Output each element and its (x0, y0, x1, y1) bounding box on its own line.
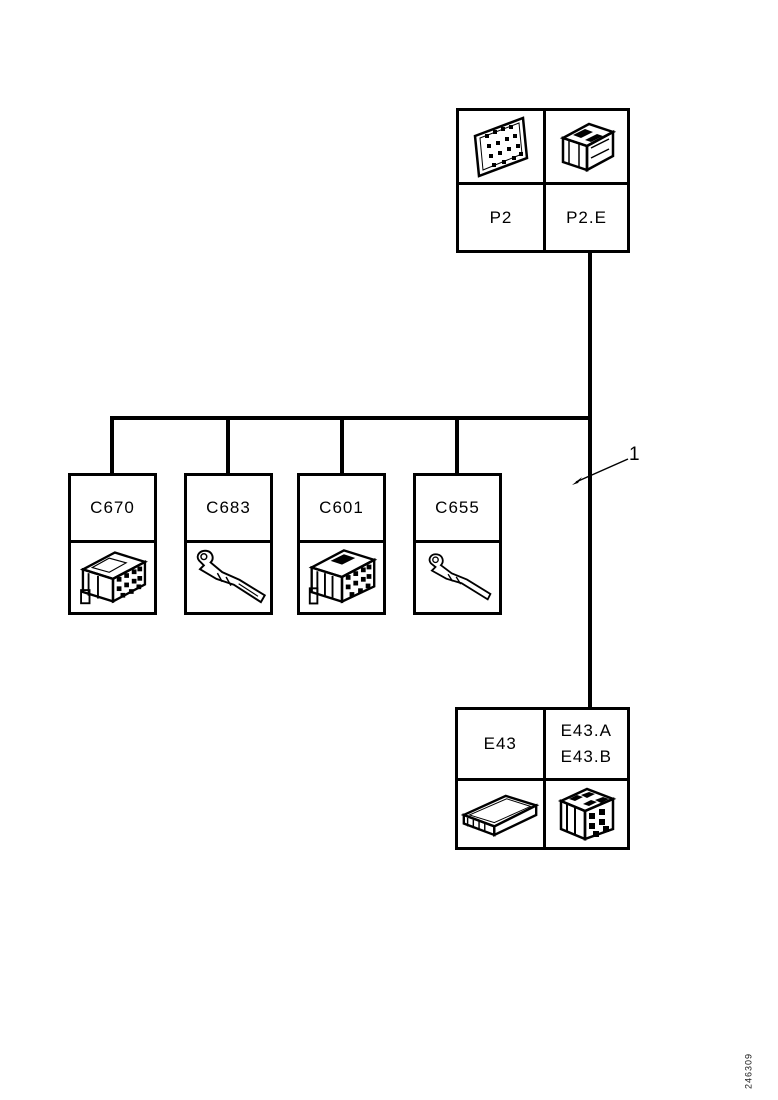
c670-image-cell (71, 543, 154, 609)
p2e-image-cell[interactable] (543, 111, 627, 182)
control-module-icon (460, 794, 540, 837)
branch-stub-line-c683 (226, 416, 230, 475)
terminal-pin-icon (196, 549, 266, 604)
connector-block-icon (308, 549, 377, 605)
c601-image-cell (300, 543, 383, 609)
component-box-c683[interactable]: C683 (184, 473, 273, 615)
e43ab-label[interactable]: E43.A E43.B (542, 710, 628, 778)
branch-stub-line-c601 (340, 416, 344, 475)
c655-label-text: C655 (435, 498, 480, 517)
e43ab-image-cell (542, 778, 627, 847)
board-connector-icon (473, 115, 529, 178)
harness-branch-line (110, 416, 592, 420)
drawing-number: 246309 (743, 1052, 754, 1090)
connector-block-icon (79, 551, 148, 605)
c670-label-text: C670 (90, 498, 135, 517)
c683-image-cell (187, 543, 270, 609)
callout-1-leader (572, 458, 629, 485)
e43-image-cell (458, 778, 543, 847)
e43-label[interactable]: E43 (458, 710, 543, 778)
component-box-c670[interactable]: C670 (68, 473, 157, 615)
c655-label: C655 (416, 476, 499, 543)
block-connector-icon (559, 122, 616, 172)
connector-group-e43: E43 E43.A E43.B (455, 707, 630, 850)
c683-label-text: C683 (206, 498, 251, 517)
c670-label: C670 (71, 476, 154, 543)
branch-stub-line-c655 (455, 416, 459, 475)
branch-stub-line-c670 (110, 416, 114, 475)
p2-label[interactable]: P2 (459, 182, 543, 250)
p2-label-text: P2 (489, 207, 513, 227)
c601-label: C601 (300, 476, 383, 543)
c601-label-text: C601 (319, 498, 364, 517)
p2-image-cell[interactable] (459, 111, 543, 182)
e43a-label-text: E43.A (560, 721, 612, 740)
component-box-c601[interactable]: C601 (297, 473, 386, 615)
harness-main-line (588, 251, 592, 709)
p2e-label[interactable]: P2.E (543, 182, 627, 250)
connector-group-p2-p2e: P2 P2.E (456, 108, 630, 253)
callout-1-label: 1 (629, 444, 640, 465)
e43-label-text: E43 (483, 734, 517, 753)
terminal-pin-icon (428, 553, 492, 601)
component-box-c655[interactable]: C655 (413, 473, 502, 615)
cube-connector-icon (558, 787, 617, 841)
p2e-label-text: P2.E (566, 207, 607, 227)
c683-label: C683 (187, 476, 270, 543)
c655-image-cell (416, 543, 499, 609)
e43b-label-text: E43.B (560, 747, 612, 766)
